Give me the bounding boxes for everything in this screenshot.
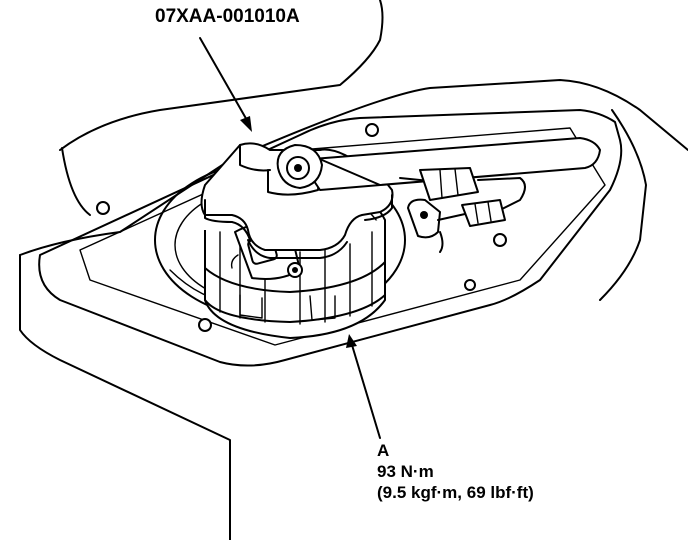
leader-arrows <box>199 37 381 439</box>
callout-a-label: A 93 N·m (9.5 kgf·m, 69 lbf·ft) <box>377 440 534 503</box>
callout-a-torque-nm: 93 N·m <box>377 462 434 481</box>
callout-a-letter: A <box>377 441 390 460</box>
fuel-line-connectors <box>399 167 526 253</box>
tool-arrowhead <box>240 116 252 132</box>
callout-a-arrowhead <box>346 334 357 348</box>
tool-part-number-label: 07XAA-001010A <box>155 6 300 27</box>
callout-a-torque-alt: (9.5 kgf·m, 69 lbf·ft) <box>377 483 534 502</box>
access-panel <box>38 109 623 367</box>
torque-wrench-bar <box>276 137 601 191</box>
